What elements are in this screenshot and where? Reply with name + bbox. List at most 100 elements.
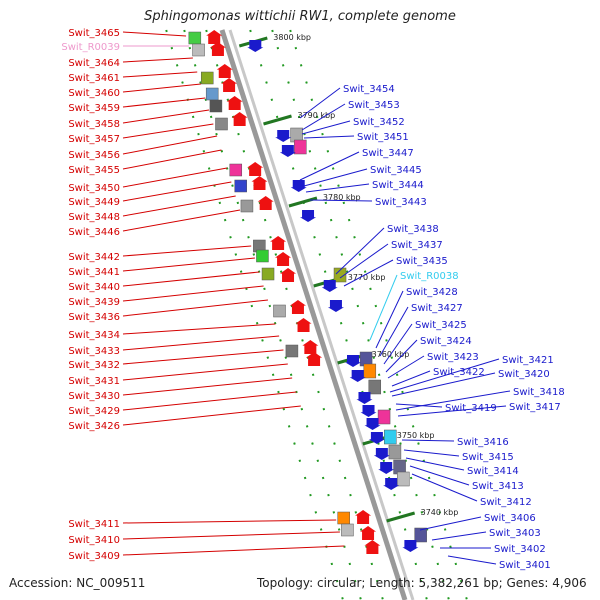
right-gene-label: Swit_3425: [415, 320, 467, 331]
right-label-leader: [303, 168, 368, 187]
left-label-leader: [122, 323, 276, 335]
right-gene-label: Swit_3403: [489, 528, 541, 539]
left-gene-label: Swit_3461: [68, 73, 120, 84]
right-gene-label: Swit_3453: [348, 100, 400, 111]
right-gene-label: Swit_3423: [427, 352, 479, 363]
reverse-gene-arrow: [360, 405, 377, 417]
left-gene-label: Swit_3441: [68, 267, 120, 278]
left-label-leader: [122, 519, 337, 524]
reverse-gene-arrow: [356, 392, 373, 404]
forward-gene-arrow: [306, 352, 323, 366]
reverse-gene-arrow: [373, 448, 390, 460]
forward-gene-arrow: [280, 268, 297, 282]
right-label-leader: [431, 531, 487, 541]
right-gene-label: Swit_3445: [370, 165, 422, 176]
gene-block: [414, 527, 427, 543]
left-label-leader: [122, 257, 255, 272]
right-label-leader: [387, 355, 425, 379]
right-gene-label: Swit_3406: [484, 513, 536, 524]
gene-features: [188, 30, 427, 554]
left-label-leader: [122, 31, 187, 37]
left-gene-label: Swit_3433: [68, 346, 120, 357]
forward-gene-arrow: [216, 64, 233, 78]
right-label-leader: [379, 306, 409, 357]
scale-label: 3800 kbp: [273, 33, 311, 42]
left-label-leader: [122, 181, 232, 202]
left-gene-label: Swit_3449: [68, 197, 120, 208]
right-label-leader: [411, 473, 478, 502]
right-gene-label: Swit_3416: [457, 437, 509, 448]
right-label-leader: [403, 449, 460, 457]
topology-text: Topology: circular; Length: 5,382,261 bp…: [257, 576, 587, 590]
right-label-leader: [401, 439, 455, 442]
left-gene-label: Swit_3436: [68, 312, 120, 323]
gene-block: [209, 99, 223, 113]
right-label-leader: [301, 103, 346, 131]
right-gene-label: Swit_3412: [480, 497, 532, 508]
right-label-leader: [309, 199, 373, 202]
right-gene-label: Swit_3435: [396, 256, 448, 267]
left-gene-label: Swit_3434: [68, 330, 120, 341]
backbone-line-inner: [228, 29, 415, 600]
left-gene-label: Swit_3450: [68, 183, 120, 194]
gene-block: [273, 304, 286, 318]
right-gene-label: Swit_3402: [494, 544, 546, 555]
reverse-gene-arrow: [290, 180, 307, 192]
left-label-leader: [122, 405, 301, 426]
left-gene-label: Swit_3459: [68, 103, 120, 114]
right-label-leader: [299, 87, 341, 119]
left-label-leader: [122, 335, 280, 351]
forward-gene-arrow: [206, 30, 223, 44]
right-labels: Swit_3454Swit_3453Swit_3452Swit_3451Swit…: [299, 84, 565, 571]
right-gene-label: Swit_3447: [362, 148, 414, 159]
forward-gene-arrow: [275, 252, 292, 266]
reverse-gene-arrow: [383, 478, 400, 490]
forward-gene-arrow: [251, 176, 268, 190]
reverse-gene-arrow: [327, 300, 344, 312]
left-label-leader: [122, 209, 241, 232]
gene-block: [261, 267, 275, 281]
left-gene-label: Swit_3411: [68, 519, 120, 530]
left-label-leader: [122, 57, 193, 63]
right-gene-label: Swit_3443: [375, 197, 427, 208]
left-label-leader: [122, 195, 236, 217]
gene-block: [205, 87, 219, 101]
reverse-gene-arrow: [402, 540, 419, 552]
reverse-gene-arrow: [378, 462, 395, 474]
left-gene-label: Swit_3457: [68, 134, 120, 145]
right-label-leader: [389, 358, 500, 393]
gene-block: [333, 267, 347, 283]
gene-block: [397, 471, 410, 487]
forward-gene-arrow: [247, 162, 264, 176]
left-labels: Swit_3465Swit_R0039Swit_3464Swit_3461Swi…: [61, 28, 345, 562]
forward-gene-arrow: [257, 196, 274, 210]
right-gene-label: Swit_3438: [387, 224, 439, 235]
right-gene-label: Swit_3428: [406, 287, 458, 298]
gene-block: [377, 409, 391, 425]
left-gene-label: Swit_3456: [68, 150, 120, 161]
forward-gene-arrow: [295, 318, 312, 332]
reverse-gene-arrow: [368, 432, 385, 444]
right-label-leader: [391, 372, 496, 397]
gene-block: [368, 379, 382, 395]
right-gene-label: Swit_3414: [467, 466, 519, 477]
left-gene-label: Swit_3410: [68, 535, 120, 546]
reverse-gene-arrow: [247, 40, 264, 52]
gene-block: [363, 363, 377, 379]
left-gene-label: Swit_3409: [68, 551, 120, 562]
reverse-gene-arrow: [300, 210, 317, 222]
left-gene-label: Swit_3440: [68, 282, 120, 293]
right-gene-label: Swit_3417: [509, 402, 561, 413]
reverse-gene-arrow: [349, 370, 366, 382]
left-label-leader: [122, 167, 228, 188]
right-label-leader: [303, 135, 355, 139]
left-label-leader: [122, 391, 297, 411]
right-label-leader: [391, 370, 431, 387]
right-gene-label: Swit_3422: [433, 367, 485, 378]
tracks: [165, 29, 468, 600]
left-gene-label: Swit_3430: [68, 391, 120, 402]
map-title: Sphingomonas wittichii RW1, complete gen…: [144, 9, 456, 24]
right-label-leader: [335, 227, 385, 275]
left-label-leader: [122, 531, 340, 540]
reverse-gene-arrow: [279, 145, 296, 157]
